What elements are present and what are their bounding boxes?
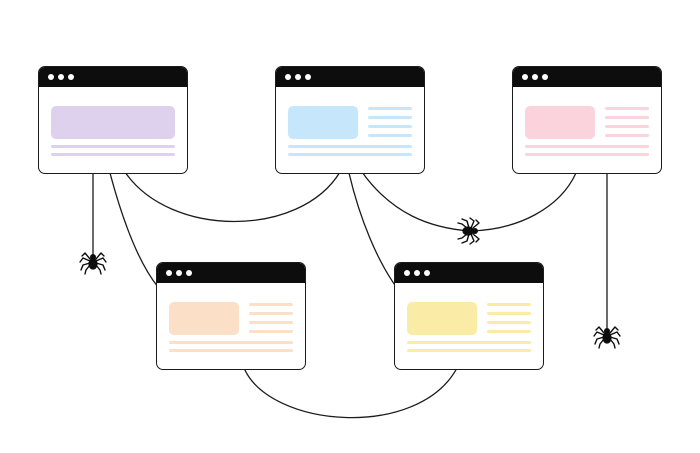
text-line [525,153,649,156]
content-block [525,106,595,139]
title-bar [276,67,424,87]
content-block [288,106,358,139]
browser-window-2 [275,66,425,174]
text-line [288,153,412,156]
window-dot-icon [522,74,528,80]
text-line [288,145,412,148]
text-line [169,349,293,352]
text-line [605,125,649,128]
text-line [249,312,293,315]
text-line [249,321,293,324]
text-line [605,107,649,110]
text-line [368,125,412,128]
window-dot-icon [414,270,420,276]
text-line [487,330,531,333]
text-line [51,145,175,148]
title-bar [395,263,543,283]
content-block [51,106,175,139]
window-dot-icon [542,74,548,80]
text-line [605,116,649,119]
window-dot-icon [48,74,54,80]
window-dot-icon [58,74,64,80]
browser-window-5 [394,262,544,370]
window-dot-icon [285,74,291,80]
text-line [487,321,531,324]
title-bar [513,67,661,87]
text-line [169,341,293,344]
text-line [249,303,293,306]
thread-w4-w5 [243,367,458,419]
text-line [368,107,412,110]
title-bar [39,67,187,87]
thread-w1-w2 [124,171,341,222]
text-line [249,330,293,333]
window-dot-icon [176,270,182,276]
content-block [407,302,477,335]
window-dot-icon [532,74,538,80]
window-dot-icon [68,74,74,80]
thread-w1-w4 [109,172,159,288]
window-dot-icon [305,74,311,80]
browser-window-1 [38,66,188,174]
spider-icon [79,252,107,275]
window-dot-icon [186,270,192,276]
text-line [525,145,649,148]
spider-icon [457,217,480,245]
text-line [487,303,531,306]
window-dot-icon [424,270,430,276]
window-dot-icon [166,270,172,276]
thread-w2-w5 [348,172,398,289]
window-dot-icon [295,74,301,80]
spider-icon [593,326,621,349]
title-bar [157,263,305,283]
text-line [487,312,531,315]
text-line [368,134,412,137]
text-line [51,153,175,156]
window-dot-icon [404,270,410,276]
text-line [368,116,412,119]
text-line [407,341,531,344]
content-block [169,302,239,335]
text-line [605,134,649,137]
browser-window-4 [156,262,306,370]
browser-window-3 [512,66,662,174]
text-line [407,349,531,352]
